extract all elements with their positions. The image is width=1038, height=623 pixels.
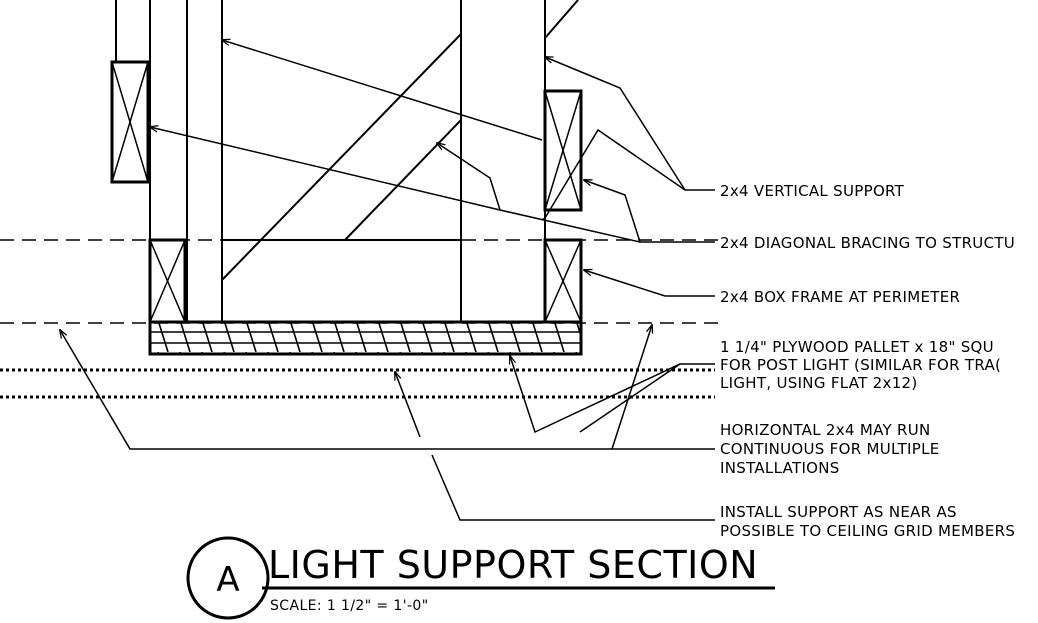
callout-text: 2x4 VERTICAL SUPPORT <box>720 182 905 200</box>
callout-text: 2x4 DIAGONAL BRACING TO STRUCTU <box>720 234 1015 252</box>
detail-scale: SCALE: 1 1/2" = 1'-0" <box>270 598 429 614</box>
callout-text: CONTINUOUS FOR MULTIPLE <box>720 440 940 458</box>
block-upper-left <box>110 60 150 184</box>
callout-vertical-support: 2x4 VERTICAL SUPPORT <box>720 182 905 200</box>
callout-diagonal-bracing: 2x4 DIAGONAL BRACING TO STRUCTU <box>720 234 1015 252</box>
block-upper-right <box>543 89 583 212</box>
plywood-pallet <box>148 320 583 356</box>
blocking-members <box>110 60 583 324</box>
callout-text: 2x4 BOX FRAME AT PERIMETER <box>720 288 960 306</box>
vertical-supports <box>115 0 546 322</box>
callout-text: INSTALLATIONS <box>720 459 840 477</box>
box-frame-right <box>543 238 583 324</box>
callout-text: FOR POST LIGHT (SIMILAR FOR TRA( <box>720 356 1001 374</box>
leader-lines <box>60 40 715 521</box>
callout-install-support: INSTALL SUPPORT AS NEAR AS POSSIBLE TO C… <box>720 503 1015 540</box>
detail-tag-circle <box>186 536 270 620</box>
callout-text: HORIZONTAL 2x4 MAY RUN <box>720 421 931 439</box>
callout-plywood-pallet: 1 1/4" PLYWOOD PALLET x 18" SQU FOR POST… <box>720 338 1001 392</box>
diagonal-bracing <box>221 0 579 281</box>
callout-text: LIGHT, USING FLAT 2x12) <box>720 374 918 392</box>
reference-lines <box>0 239 720 399</box>
detail-title-block: A LIGHT SUPPORT SECTION SCALE: 1 1/2" = … <box>186 536 775 620</box>
box-frame-left <box>148 238 187 324</box>
callout-horizontal-2x4: HORIZONTAL 2x4 MAY RUN CONTINUOUS FOR MU… <box>720 421 940 477</box>
callout-box-frame: 2x4 BOX FRAME AT PERIMETER <box>720 288 960 306</box>
callout-text: INSTALL SUPPORT AS NEAR AS <box>720 503 957 521</box>
detail-title: LIGHT SUPPORT SECTION <box>268 543 758 587</box>
callout-text: POSSIBLE TO CEILING GRID MEMBERS <box>720 522 1015 540</box>
callout-text: 1 1/4" PLYWOOD PALLET x 18" SQU <box>720 338 994 356</box>
detail-tag: A <box>216 560 239 600</box>
